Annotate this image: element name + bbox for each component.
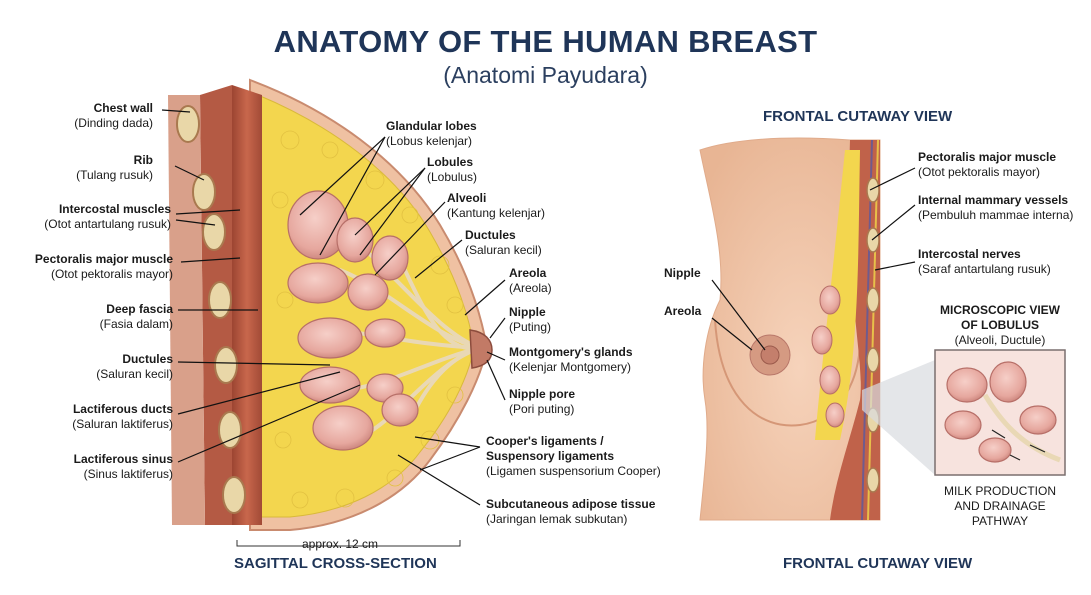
leader-lines-frontal bbox=[711, 167, 916, 351]
label-ductules-center: Ductules(Saluran kecil) bbox=[465, 228, 542, 257]
frontal-breast-curve bbox=[714, 319, 861, 427]
ribs bbox=[176, 105, 246, 514]
inset-projection bbox=[862, 360, 935, 475]
leader-lines-left bbox=[161, 109, 361, 463]
label-nipple-pore: Nipple pore(Pori puting) bbox=[509, 387, 576, 416]
label-coopers-ligaments: Cooper's ligaments /Suspensory ligaments… bbox=[486, 434, 661, 478]
label-nipple: Nipple(Puting) bbox=[509, 305, 552, 334]
scale-label: approx. 12 cm bbox=[302, 537, 379, 551]
frontal-nipple bbox=[760, 345, 780, 365]
label-ductules-left: Ductules(Saluran kecil) bbox=[96, 352, 173, 381]
glandular-lobules bbox=[287, 190, 419, 451]
label-pectoralis-major: Pectoralis major muscle(Otot pektoralis … bbox=[34, 252, 173, 281]
sagittal-caption: SAGITTAL CROSS-SECTION bbox=[234, 555, 437, 572]
label-intercostal-muscles: Intercostal muscles(Otot antartulang rus… bbox=[44, 202, 171, 231]
label-alveoli: Alveoli(Kantung kelenjar) bbox=[447, 191, 546, 220]
page-subtitle: (Anatomi Payudara) bbox=[443, 62, 648, 88]
page-title: ANATOMY OF THE HUMAN BREAST bbox=[273, 24, 818, 59]
label-deep-fascia: Deep fascia(Fasia dalam) bbox=[99, 302, 173, 331]
label-rib: Rib(Tulang rusuk) bbox=[76, 153, 153, 182]
frontal-cutaway bbox=[811, 139, 880, 521]
frontal-label-areola: Areola bbox=[664, 304, 702, 318]
frontal-label-mammary-vessels: Internal mammary vessels(Pembuluh mammae… bbox=[918, 193, 1074, 222]
label-areola: Areola(Areola) bbox=[509, 266, 552, 295]
frontal-label-nipple: Nipple bbox=[664, 266, 701, 280]
label-lactiferous-sinus: Lactiferous sinus(Sinus laktiferus) bbox=[73, 452, 173, 481]
fat-texture bbox=[271, 130, 464, 509]
nipple bbox=[469, 329, 493, 369]
label-chest-wall: Chest wall(Dinding dada) bbox=[74, 101, 153, 130]
label-glandular-lobes: Glandular lobes(Lobus kelenjar) bbox=[386, 119, 477, 148]
frontal-label-intercostal-nerves: Intercostal nerves(Saraf antartulang rus… bbox=[918, 247, 1051, 276]
leader-lines-center bbox=[299, 136, 506, 506]
label-subcutaneous-adipose: Subcutaneous adipose tissue(Jaringan lem… bbox=[486, 497, 656, 526]
label-lactiferous-ducts: Lactiferous ducts(Saluran laktiferus) bbox=[72, 402, 173, 431]
scale-bar bbox=[236, 540, 461, 547]
micro-inset bbox=[862, 349, 1066, 476]
pectoralis-band bbox=[232, 85, 262, 525]
frontal-caption: FRONTAL CUTAWAY VIEW bbox=[783, 555, 973, 572]
label-lobules: Lobules(Lobulus) bbox=[427, 155, 478, 184]
frontal-label-pectoralis: Pectoralis major muscle(Otot pektoralis … bbox=[918, 150, 1057, 179]
sagittal-section bbox=[168, 78, 493, 547]
label-montgomery-glands: Montgomery's glands(Kelenjar Montgomery) bbox=[509, 345, 633, 374]
frontal-view bbox=[699, 137, 881, 521]
frontal-title: FRONTAL CUTAWAY VIEW bbox=[763, 108, 953, 125]
